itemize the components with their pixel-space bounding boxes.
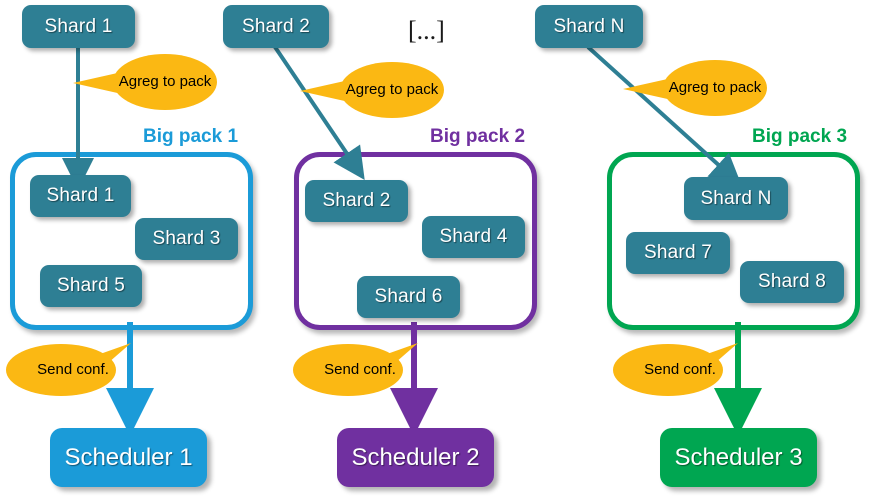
pack-2-shard-1-label: Shard 2 <box>322 190 391 211</box>
pack-3-shard-2-label: Shard 7 <box>644 242 712 263</box>
pack-3-shard-2[interactable]: Shard 7 <box>626 232 730 274</box>
callout-agreg-to-pack-1[interactable]: Agreg to pack <box>73 54 217 110</box>
arrow-shard2-to-pack2 <box>273 45 365 180</box>
scheduler-3[interactable]: Scheduler 3 <box>660 428 817 487</box>
pack-3-shard-3-label: Shard 8 <box>758 271 826 292</box>
callout-agreg-to-pack-3[interactable]: Agreg to pack <box>623 60 767 116</box>
ellipsis-marker: [...] <box>408 16 445 45</box>
pack-2-shard-3[interactable]: Shard 6 <box>357 276 460 318</box>
scheduler-1-label: Scheduler 1 <box>64 443 193 471</box>
scheduler-3-label: Scheduler 3 <box>674 443 803 471</box>
pack-2-shard-2-label: Shard 4 <box>439 226 508 247</box>
callout-send-conf-1[interactable]: Send conf. <box>6 343 147 396</box>
source-shard-n-label: Shard N <box>553 15 625 37</box>
source-shard-2[interactable]: Shard 2 <box>223 5 329 48</box>
pack-1-shard-2[interactable]: Shard 3 <box>135 218 238 260</box>
callout-send-conf-2[interactable]: Send conf. <box>293 343 434 396</box>
pack-2-shard-2[interactable]: Shard 4 <box>422 216 525 258</box>
pack-3-shard-1[interactable]: Shard N <box>684 177 788 220</box>
pack-3-shard-1-label: Shard N <box>700 187 772 209</box>
scheduler-2-label: Scheduler 2 <box>351 443 480 471</box>
source-shard-1[interactable]: Shard 1 <box>22 5 135 48</box>
scheduler-2[interactable]: Scheduler 2 <box>337 428 494 487</box>
callout-bubble-shape <box>300 62 444 118</box>
scheduler-1[interactable]: Scheduler 1 <box>50 428 207 487</box>
pack-2-shard-3-label: Shard 6 <box>374 286 443 307</box>
pack-1-shard-1-label: Shard 1 <box>46 185 115 206</box>
callout-agreg-to-pack-2[interactable]: Agreg to pack <box>300 62 444 118</box>
callout-bubble-shape <box>613 343 738 396</box>
pack-1-shard-3[interactable]: Shard 5 <box>40 265 142 307</box>
pack-2-shard-1[interactable]: Shard 2 <box>305 180 408 222</box>
callout-bubble-shape <box>623 60 767 116</box>
pack-1-shard-2-label: Shard 3 <box>152 228 221 249</box>
pack-1-shard-3-label: Shard 5 <box>57 275 125 296</box>
pack-3-title: Big pack 3 <box>752 126 848 147</box>
pack-1-title: Big pack 1 <box>143 126 239 147</box>
pack-3-shard-3[interactable]: Shard 8 <box>740 261 844 303</box>
callout-bubble-shape <box>293 343 418 396</box>
pack-2-title: Big pack 2 <box>430 126 526 147</box>
source-shard-2-label: Shard 2 <box>242 15 310 37</box>
callout-send-conf-3[interactable]: Send conf. <box>613 343 754 396</box>
pack-1-shard-1[interactable]: Shard 1 <box>30 175 131 217</box>
source-shard-1-label: Shard 1 <box>44 15 113 37</box>
callout-bubble-shape <box>6 343 131 396</box>
arrow-shardN-to-pack3 <box>586 45 742 187</box>
callout-bubble-shape <box>73 54 217 110</box>
source-shard-n[interactable]: Shard N <box>535 5 643 48</box>
